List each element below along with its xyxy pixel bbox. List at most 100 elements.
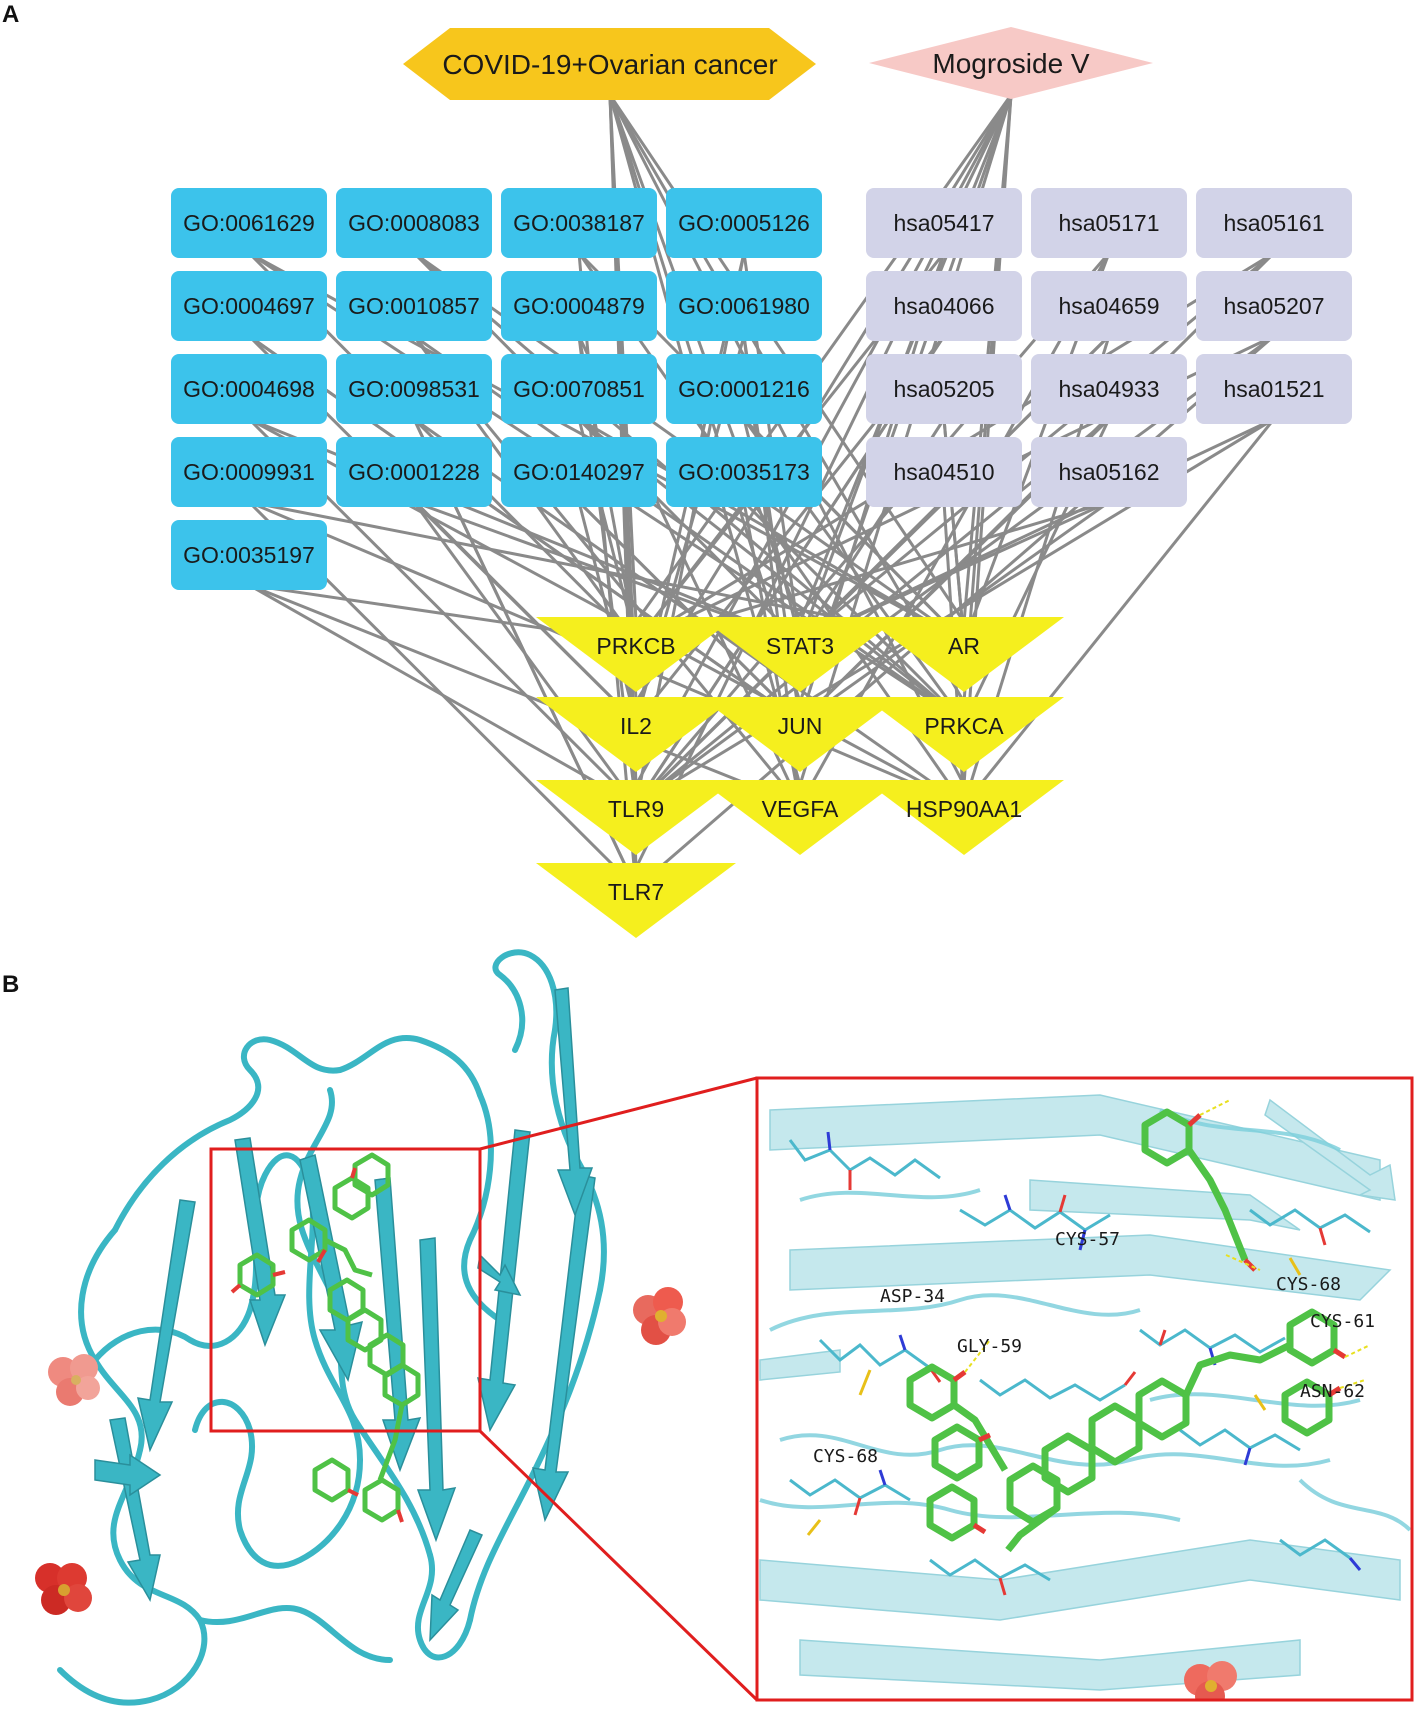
kegg-pathway-nodes: hsa05417 hsa05171 hsa05161 hsa04066 hsa04659… <box>866 188 1352 507</box>
gene-node: TLR9 <box>536 780 736 855</box>
kegg-node: hsa04659 <box>1031 271 1187 341</box>
go-node-label: GO:0004697 <box>183 293 315 319</box>
kegg-node: hsa05162 <box>1031 437 1187 507</box>
go-node: GO:0098531 <box>336 354 492 424</box>
gene-node-label: VEGFA <box>762 796 839 822</box>
go-node-label: GO:0004879 <box>513 293 645 319</box>
gene-node-label: JUN <box>778 713 823 739</box>
panel-a-label: A <box>2 1 19 28</box>
network-edge <box>412 501 638 806</box>
kegg-node: hsa05417 <box>866 188 1022 258</box>
kegg-node: hsa05205 <box>866 354 1022 424</box>
gene-node-label: STAT3 <box>766 633 834 659</box>
kegg-node-label: hsa05171 <box>1058 210 1159 236</box>
go-node: GO:0009931 <box>171 437 327 507</box>
residue-label-cys61: CYS-61 <box>1310 1311 1375 1332</box>
go-node: GO:0070851 <box>501 354 657 424</box>
go-node: GO:0004698 <box>171 354 327 424</box>
go-node-label: GO:0070851 <box>513 376 645 402</box>
kegg-node: hsa05207 <box>1196 271 1352 341</box>
residue-label-asn62: ASN-62 <box>1300 1381 1365 1402</box>
gene-node: VEGFA <box>700 780 900 855</box>
protein-structure <box>57 949 607 1706</box>
protein-beta-sheets <box>94 987 596 1642</box>
kegg-node-label: hsa04659 <box>1058 293 1159 319</box>
binding-site-detail <box>757 1078 1412 1700</box>
go-node-label: GO:0140297 <box>513 459 645 485</box>
go-node-label: GO:0008083 <box>348 210 480 236</box>
sulfate-ion-right <box>633 1287 686 1345</box>
residue-label-cys68-upper: CYS-68 <box>1276 1274 1341 1295</box>
go-node-label: GO:0061980 <box>678 293 810 319</box>
kegg-node-label: hsa05205 <box>893 376 994 402</box>
go-node: GO:0004697 <box>171 271 327 341</box>
gene-node-label: IL2 <box>620 713 652 739</box>
compound-node <box>869 27 1153 99</box>
go-node: GO:0001216 <box>666 354 822 424</box>
zoom-connector-top <box>479 1076 758 1151</box>
disease-node <box>403 28 816 100</box>
disease-node-label: COVID-19+Ovarian cancer <box>442 49 777 80</box>
kegg-node-label: hsa05417 <box>893 210 994 236</box>
network-edge <box>248 583 637 807</box>
go-node: GO:0035197 <box>171 520 327 590</box>
sulfate-ion-left-lower <box>35 1563 92 1615</box>
go-node: GO:0061980 <box>666 271 822 341</box>
gene-node-label: TLR9 <box>608 796 664 822</box>
kegg-node: hsa04066 <box>866 271 1022 341</box>
go-node: GO:0008083 <box>336 188 492 258</box>
zoom-region-box <box>209 1147 482 1433</box>
go-node-label: GO:0035173 <box>678 459 810 485</box>
network-edge <box>962 418 1276 806</box>
kegg-node-label: hsa05161 <box>1223 210 1324 236</box>
go-node-label: GO:0098531 <box>348 376 480 402</box>
kegg-node: hsa01521 <box>1196 354 1352 424</box>
go-node-label: GO:0001228 <box>348 459 480 485</box>
gene-node: IL2 <box>536 697 736 772</box>
gene-node-label: PRKCA <box>924 713 1004 739</box>
go-node-label: GO:0038187 <box>513 210 645 236</box>
go-node-label: GO:0061629 <box>183 210 315 236</box>
gene-node-label: HSP90AA1 <box>906 796 1022 822</box>
go-node: GO:0061629 <box>171 188 327 258</box>
go-node: GO:0004879 <box>501 271 657 341</box>
gene-node: STAT3 <box>700 617 900 692</box>
panel-b-label: B <box>2 971 19 998</box>
gene-nodes: PRKCB STAT3 AR IL2 JUN PRKCA TLR9 VEGFA HSP90AA1… <box>536 617 1064 938</box>
zoom-panel-frame <box>755 1076 1414 1702</box>
gene-node: PRKCA <box>864 697 1064 772</box>
kegg-node-label: hsa04933 <box>1058 376 1159 402</box>
go-node: GO:0038187 <box>501 188 657 258</box>
kegg-node: hsa04510 <box>866 437 1022 507</box>
kegg-node-label: hsa05207 <box>1223 293 1324 319</box>
go-node-label: GO:0004698 <box>183 376 315 402</box>
zoom-connector-bottom <box>478 1429 759 1702</box>
go-node-label: GO:0005126 <box>678 210 810 236</box>
go-node: GO:0005126 <box>666 188 822 258</box>
gene-node: PRKCB <box>536 617 736 692</box>
network-edge <box>635 417 1110 807</box>
residue-label-asp34: ASP-34 <box>880 1286 945 1307</box>
gene-node-label: AR <box>948 633 980 659</box>
go-node-label: GO:0010857 <box>348 293 480 319</box>
go-node-label: GO:0035197 <box>183 542 315 568</box>
network-edge <box>799 500 1110 724</box>
kegg-node: hsa05161 <box>1196 188 1352 258</box>
go-node: GO:0001228 <box>336 437 492 507</box>
gene-node: TLR7 <box>536 863 736 938</box>
kegg-node-label: hsa05162 <box>1058 459 1159 485</box>
compound-node-label: Mogroside V <box>932 48 1090 79</box>
gene-node-label: TLR7 <box>608 879 664 905</box>
go-node: GO:0035173 <box>666 437 822 507</box>
sulfate-ion-zoom <box>1184 1661 1237 1700</box>
gene-node-label: PRKCB <box>596 633 675 659</box>
kegg-node-label: hsa04510 <box>893 459 994 485</box>
go-node: GO:0010857 <box>336 271 492 341</box>
network-edge <box>577 500 802 724</box>
go-node: GO:0140297 <box>501 437 657 507</box>
residue-label-gly59: GLY-59 <box>957 1336 1022 1357</box>
network-edge <box>412 500 638 724</box>
kegg-node-label: hsa04066 <box>893 293 994 319</box>
residue-label-cys68-lower: CYS-68 <box>813 1446 878 1467</box>
